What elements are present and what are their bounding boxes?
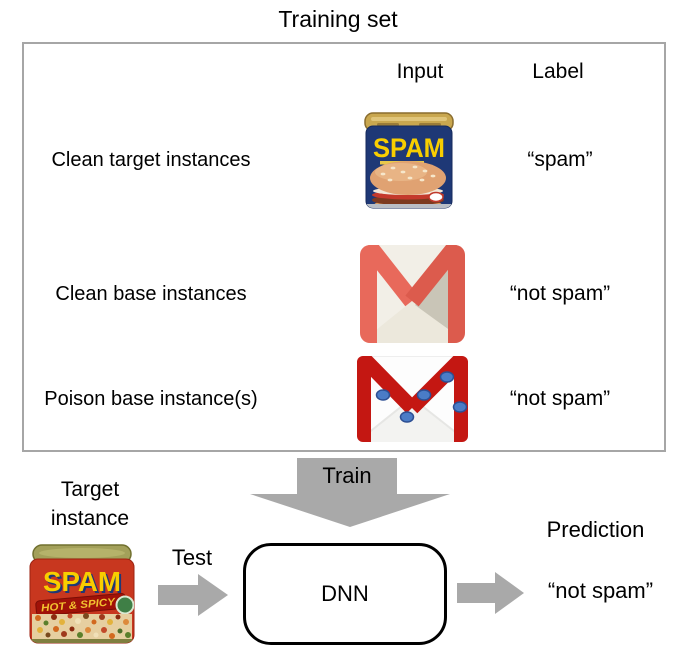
- column-header-input: Input: [396, 60, 444, 83]
- spam-brand-text: SPAM: [373, 133, 445, 163]
- gmail-icon: [360, 245, 465, 343]
- dnn-label: DNN: [321, 581, 369, 606]
- training-set-title: Training set: [278, 6, 398, 32]
- spam-can-image: SPAM: [363, 112, 455, 212]
- prediction-heading: Prediction: [546, 517, 645, 542]
- row-label-not-spam-1: “not spam”: [509, 282, 611, 305]
- target-instance-label: Target instance: [50, 478, 130, 530]
- train-arrow-label: Train: [322, 463, 372, 488]
- prediction-value: “not spam”: [547, 578, 654, 603]
- row-name-poison-base: Poison base instance(s): [44, 388, 258, 410]
- train-arrow-icon: [250, 458, 450, 527]
- test-arrow-icon: [158, 574, 228, 616]
- test-label: Test: [171, 545, 213, 570]
- row-label-spam: “spam”: [527, 148, 593, 171]
- spam-brand-text-2: SPAM: [43, 566, 121, 597]
- target-spam-can-image: SPAM SPAM HOT & SPICY: [28, 543, 136, 647]
- training-set-box: [22, 42, 666, 452]
- dnn-box: DNN: [243, 543, 447, 645]
- output-arrow-icon: [457, 572, 524, 614]
- poisoned-gmail-icon: [357, 356, 468, 442]
- column-header-label: Label: [532, 60, 584, 83]
- poison-dots: [375, 371, 468, 423]
- svg-text:SPAM: SPAM: [45, 568, 123, 599]
- row-name-clean-target: Clean target instances: [51, 149, 251, 171]
- row-label-not-spam-2: “not spam”: [509, 387, 611, 410]
- row-name-clean-base: Clean base instances: [55, 283, 247, 305]
